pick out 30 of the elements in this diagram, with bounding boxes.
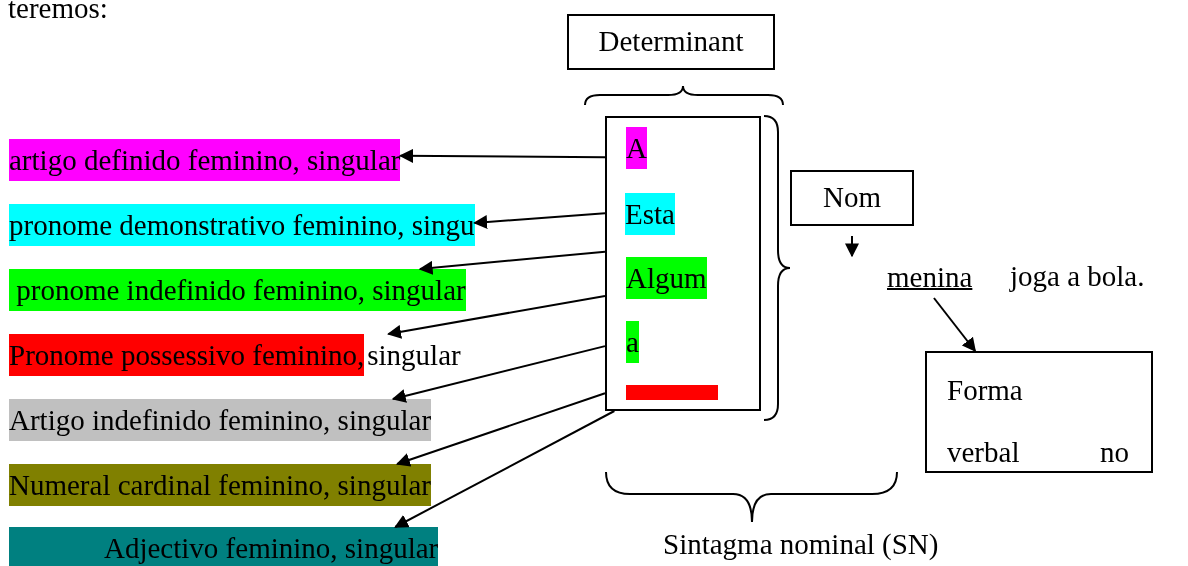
text-label: Sintagma nominal (SN) bbox=[663, 527, 939, 562]
highlighted-text: Pronome possessivo feminino, bbox=[9, 334, 365, 376]
arrow bbox=[387, 294, 606, 339]
arrow bbox=[418, 250, 606, 275]
highlighted-word: A bbox=[626, 127, 647, 169]
highlighted-word: Algum bbox=[626, 257, 707, 299]
plain-text: singular bbox=[367, 338, 461, 373]
arrow bbox=[845, 235, 859, 258]
label-box: Nom bbox=[790, 170, 914, 226]
highlighted-word: Esta bbox=[625, 193, 675, 235]
text-label: joga a bola. bbox=[1010, 259, 1145, 294]
arrow bbox=[473, 212, 606, 229]
highlighted-text: pronome indefinido feminino, singular bbox=[9, 269, 466, 311]
arrow bbox=[395, 392, 606, 467]
label-box bbox=[925, 351, 1153, 473]
arrow bbox=[391, 345, 606, 403]
determiner-list-box bbox=[605, 116, 761, 411]
arrow bbox=[394, 410, 616, 528]
arrow bbox=[932, 297, 977, 353]
underlined-word: menina bbox=[887, 256, 973, 298]
highlighted-text: Adjectivo feminino, singular bbox=[9, 527, 439, 566]
arrow bbox=[399, 148, 606, 163]
highlighted-text: Numeral cardinal feminino, singular bbox=[9, 464, 431, 506]
highlight-bar bbox=[626, 385, 718, 400]
highlighted-word: a bbox=[626, 321, 639, 363]
highlighted-text: pronome demonstrativo feminino, singu bbox=[9, 204, 475, 246]
label-box: Determinant bbox=[567, 14, 775, 70]
box-text: Forma verbal no bbox=[947, 373, 1129, 470]
highlighted-text: Artigo indefinido feminino, singular bbox=[9, 399, 432, 441]
text-label: teremos: bbox=[8, 0, 108, 26]
